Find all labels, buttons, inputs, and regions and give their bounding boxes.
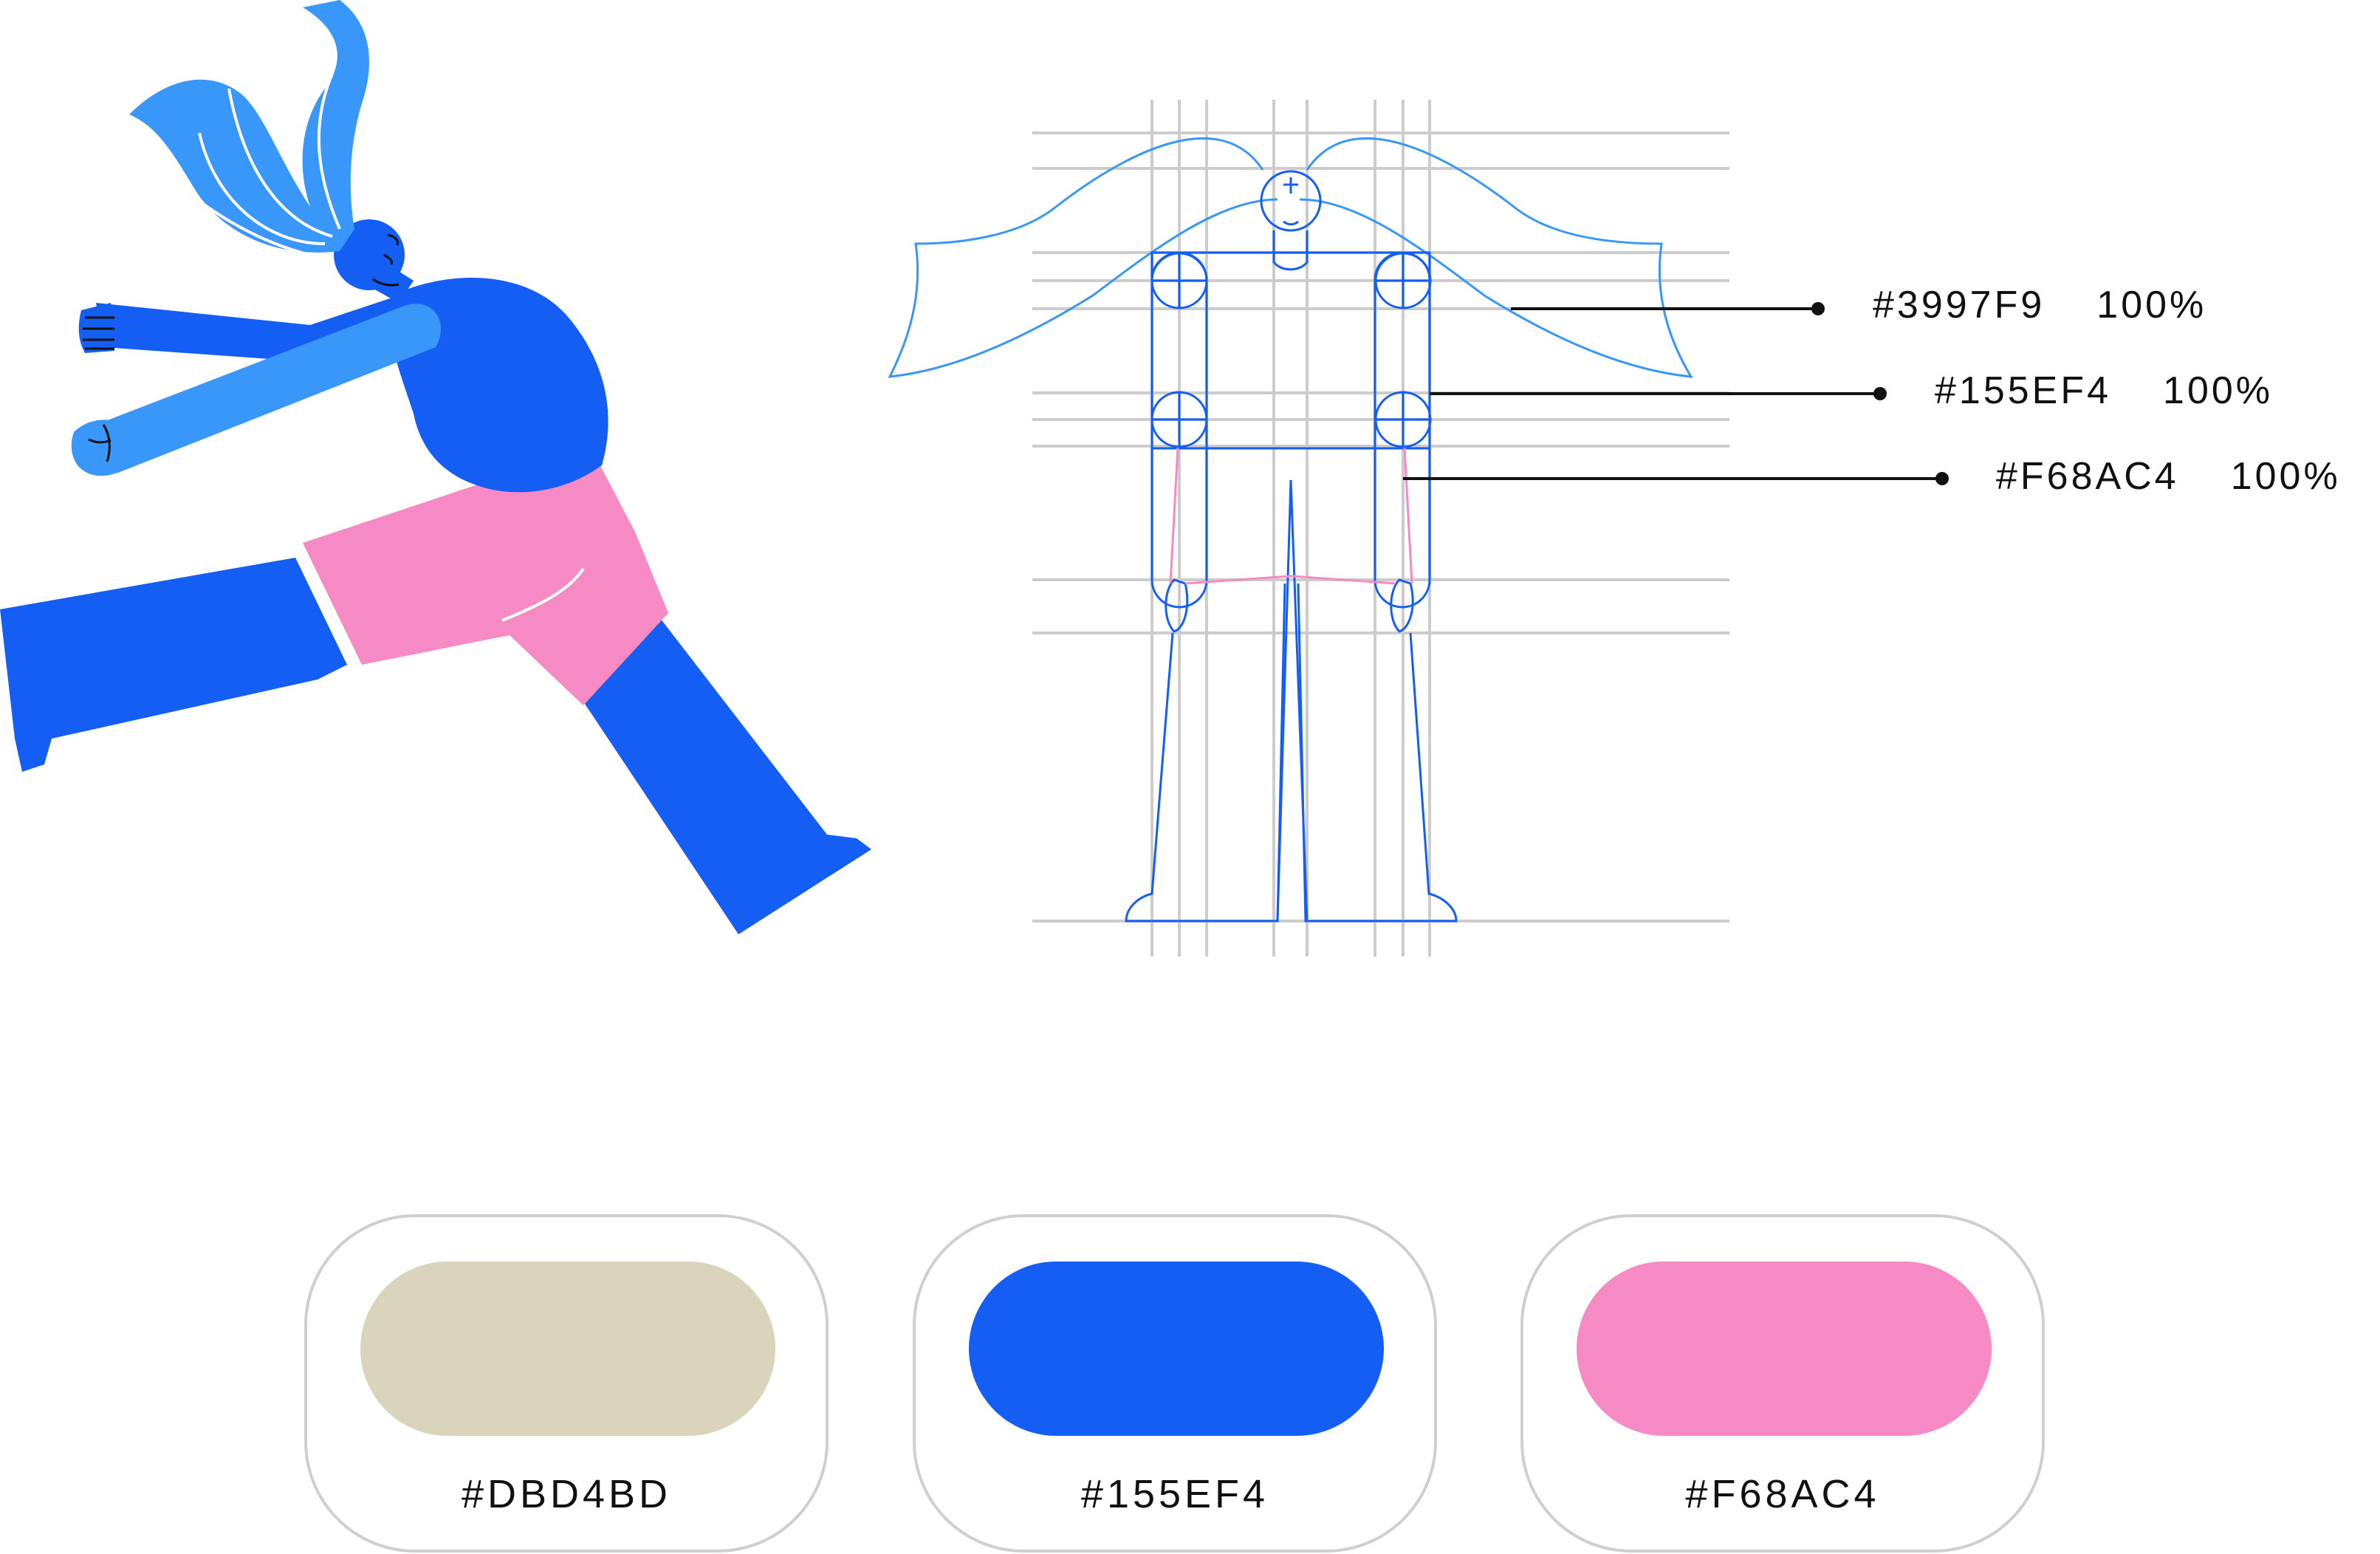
shorts <box>303 462 668 705</box>
front-hand <box>71 420 129 476</box>
swatch-label: #DBD4BD <box>461 1472 672 1516</box>
construction-sketch <box>888 100 1729 956</box>
sketch-shorts <box>1169 447 1413 585</box>
callout-opacity: 100% <box>2230 455 2341 498</box>
callout-hex: #F68AC4 <box>1996 455 2179 498</box>
callout-opacity: 100% <box>2096 284 2207 326</box>
callout-shorts-color: #F68AC4 100% <box>1996 454 2341 499</box>
swatch-color-pill <box>360 1262 775 1436</box>
callout-hex: #155EF4 <box>1935 369 2112 412</box>
swatch-color-pill <box>1577 1262 1992 1436</box>
callout-hex: #3997F9 <box>1873 284 2045 326</box>
swatch-label: #F68AC4 <box>1685 1472 1880 1516</box>
sketch-head <box>1260 170 1322 271</box>
hair <box>129 0 369 253</box>
sketch-body <box>1125 251 1458 923</box>
torso <box>389 278 608 493</box>
swatch-color-pill <box>969 1262 1384 1436</box>
front-arm <box>95 304 442 473</box>
head <box>334 219 405 290</box>
character-illustration <box>0 0 871 934</box>
callout-body-color: #155EF4 100% <box>1935 369 2273 413</box>
callout-opacity: 100% <box>2163 369 2274 412</box>
swatch-card-blue: #155EF4 <box>913 1214 1437 1553</box>
swatch-card-pink: #F68AC4 <box>1520 1214 2045 1553</box>
swatch-label: #155EF4 <box>1080 1472 1269 1516</box>
sketch-hair <box>888 137 1693 378</box>
back-leg <box>0 558 347 772</box>
swatch-card-beige: #DBD4BD <box>304 1214 829 1553</box>
callout-hair-color: #3997F9 100% <box>1873 283 2206 327</box>
callout-leaders <box>1403 302 1949 485</box>
